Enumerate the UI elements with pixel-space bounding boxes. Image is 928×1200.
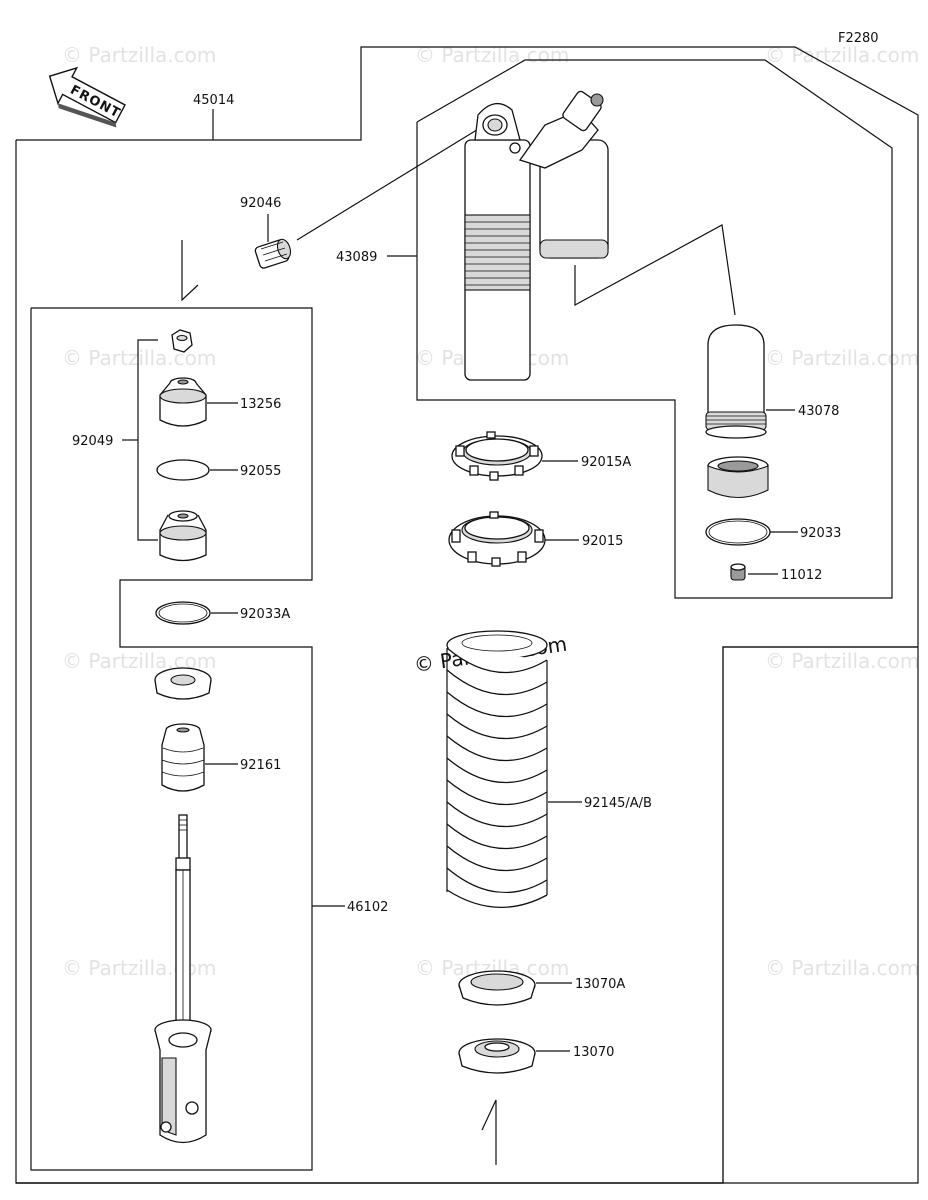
callout-43078[interactable]: 43078 <box>798 404 839 419</box>
callout-92145[interactable]: 92145/A/B <box>584 796 652 811</box>
callout-13070[interactable]: 13070 <box>573 1045 614 1060</box>
callout-92033[interactable]: 92033 <box>800 526 841 541</box>
part-13070A[interactable] <box>458 970 536 1006</box>
part-92046[interactable] <box>254 238 292 269</box>
part-92161[interactable] <box>161 723 205 792</box>
part-92033[interactable] <box>705 518 771 546</box>
callout-92015A[interactable]: 92015A <box>581 455 631 470</box>
callout-13070A[interactable]: 13070A <box>575 977 625 992</box>
callout-92046[interactable]: 92046 <box>240 196 281 211</box>
part-13256[interactable] <box>159 377 207 427</box>
watermark: © Partzilla.com <box>62 43 216 67</box>
shock-body-box <box>416 59 893 599</box>
part-43089[interactable] <box>464 90 609 381</box>
part-92015A[interactable] <box>451 431 543 481</box>
callout-92161[interactable]: 92161 <box>240 758 281 773</box>
watermark: © Partzilla.com <box>765 346 919 370</box>
part-11012[interactable] <box>730 563 746 581</box>
part-lower-bushing[interactable] <box>159 510 207 562</box>
part-nut[interactable] <box>171 329 193 353</box>
callout-92055[interactable]: 92055 <box>240 464 281 479</box>
part-13070[interactable] <box>458 1038 536 1074</box>
watermark: © Partzilla.com <box>62 346 216 370</box>
callout-45014[interactable]: 45014 <box>193 93 234 108</box>
callout-92049[interactable]: 92049 <box>72 434 113 449</box>
part-43078[interactable] <box>705 324 767 439</box>
front-arrow-icon: FRONT <box>48 66 126 128</box>
callout-92033A[interactable]: 92033A <box>240 607 290 622</box>
part-92055[interactable] <box>156 459 210 481</box>
part-92033A[interactable] <box>155 601 211 625</box>
callout-11012[interactable]: 11012 <box>781 568 822 583</box>
callout-13256[interactable]: 13256 <box>240 397 281 412</box>
part-46102[interactable] <box>154 814 212 1144</box>
part-92145[interactable] <box>446 630 548 909</box>
part-collar[interactable] <box>154 667 212 700</box>
rod-assembly-box <box>30 307 313 1171</box>
diagram-id: F2280 <box>838 31 879 46</box>
watermark: © Partzilla.com <box>765 649 919 673</box>
callout-43089[interactable]: 43089 <box>336 250 377 265</box>
watermark: © Partzilla.com <box>62 956 216 980</box>
part-92015[interactable] <box>448 511 546 567</box>
watermark: © Partzilla.com <box>765 956 919 980</box>
callout-46102[interactable]: 46102 <box>347 900 388 915</box>
callout-92015[interactable]: 92015 <box>582 534 623 549</box>
part-reservoir-cap[interactable] <box>707 456 769 498</box>
